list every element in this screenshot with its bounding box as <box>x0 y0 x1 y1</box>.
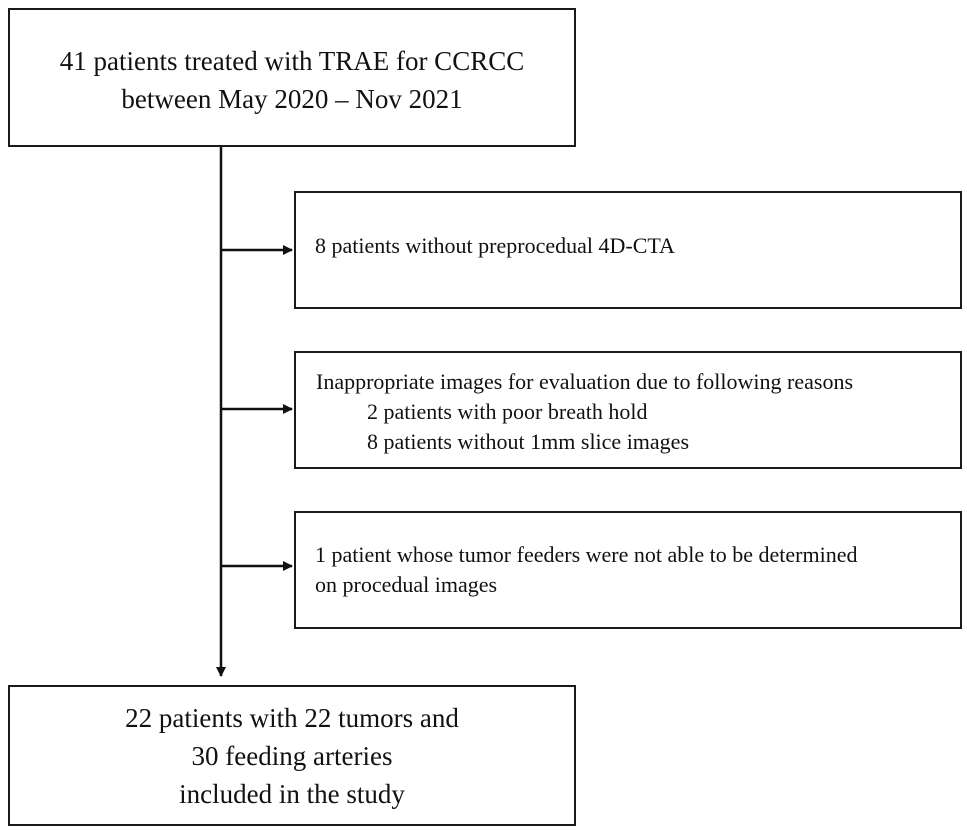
start-box-line-2: between May 2020 – Nov 2021 <box>121 83 463 114</box>
exclusion-box-1: 8 patients without preprocedual 4D-CTA <box>294 191 962 309</box>
exclusion-3-line-2: on procedual images <box>315 572 498 597</box>
end-box-line-3: included in the study <box>179 778 405 809</box>
exclusion-box-2: Inappropriate images for evaluation due … <box>294 351 962 469</box>
exclusion-3-line-1: 1 patient whose tumor feeders were not a… <box>315 542 858 567</box>
end-box-line-2: 30 feeding arteries <box>191 740 393 771</box>
exclusion-2-line-3: 8 patients without 1mm slice images <box>367 429 690 454</box>
exclusion-2-line-1: Inappropriate images for evaluation due … <box>316 369 854 394</box>
end-box-line-1: 22 patients with 22 tumors and <box>125 702 459 733</box>
exclusion-1-line-1: 8 patients without preprocedual 4D-CTA <box>315 233 675 258</box>
start-box: 41 patients treated with TRAE for CCRCC … <box>8 8 576 147</box>
exclusion-2-line-2: 2 patients with poor breath hold <box>367 399 648 424</box>
end-box: 22 patients with 22 tumors and 30 feedin… <box>8 685 576 826</box>
exclusion-box-3: 1 patient whose tumor feeders were not a… <box>294 511 962 629</box>
start-box-line-1: 41 patients treated with TRAE for CCRCC <box>59 45 525 76</box>
